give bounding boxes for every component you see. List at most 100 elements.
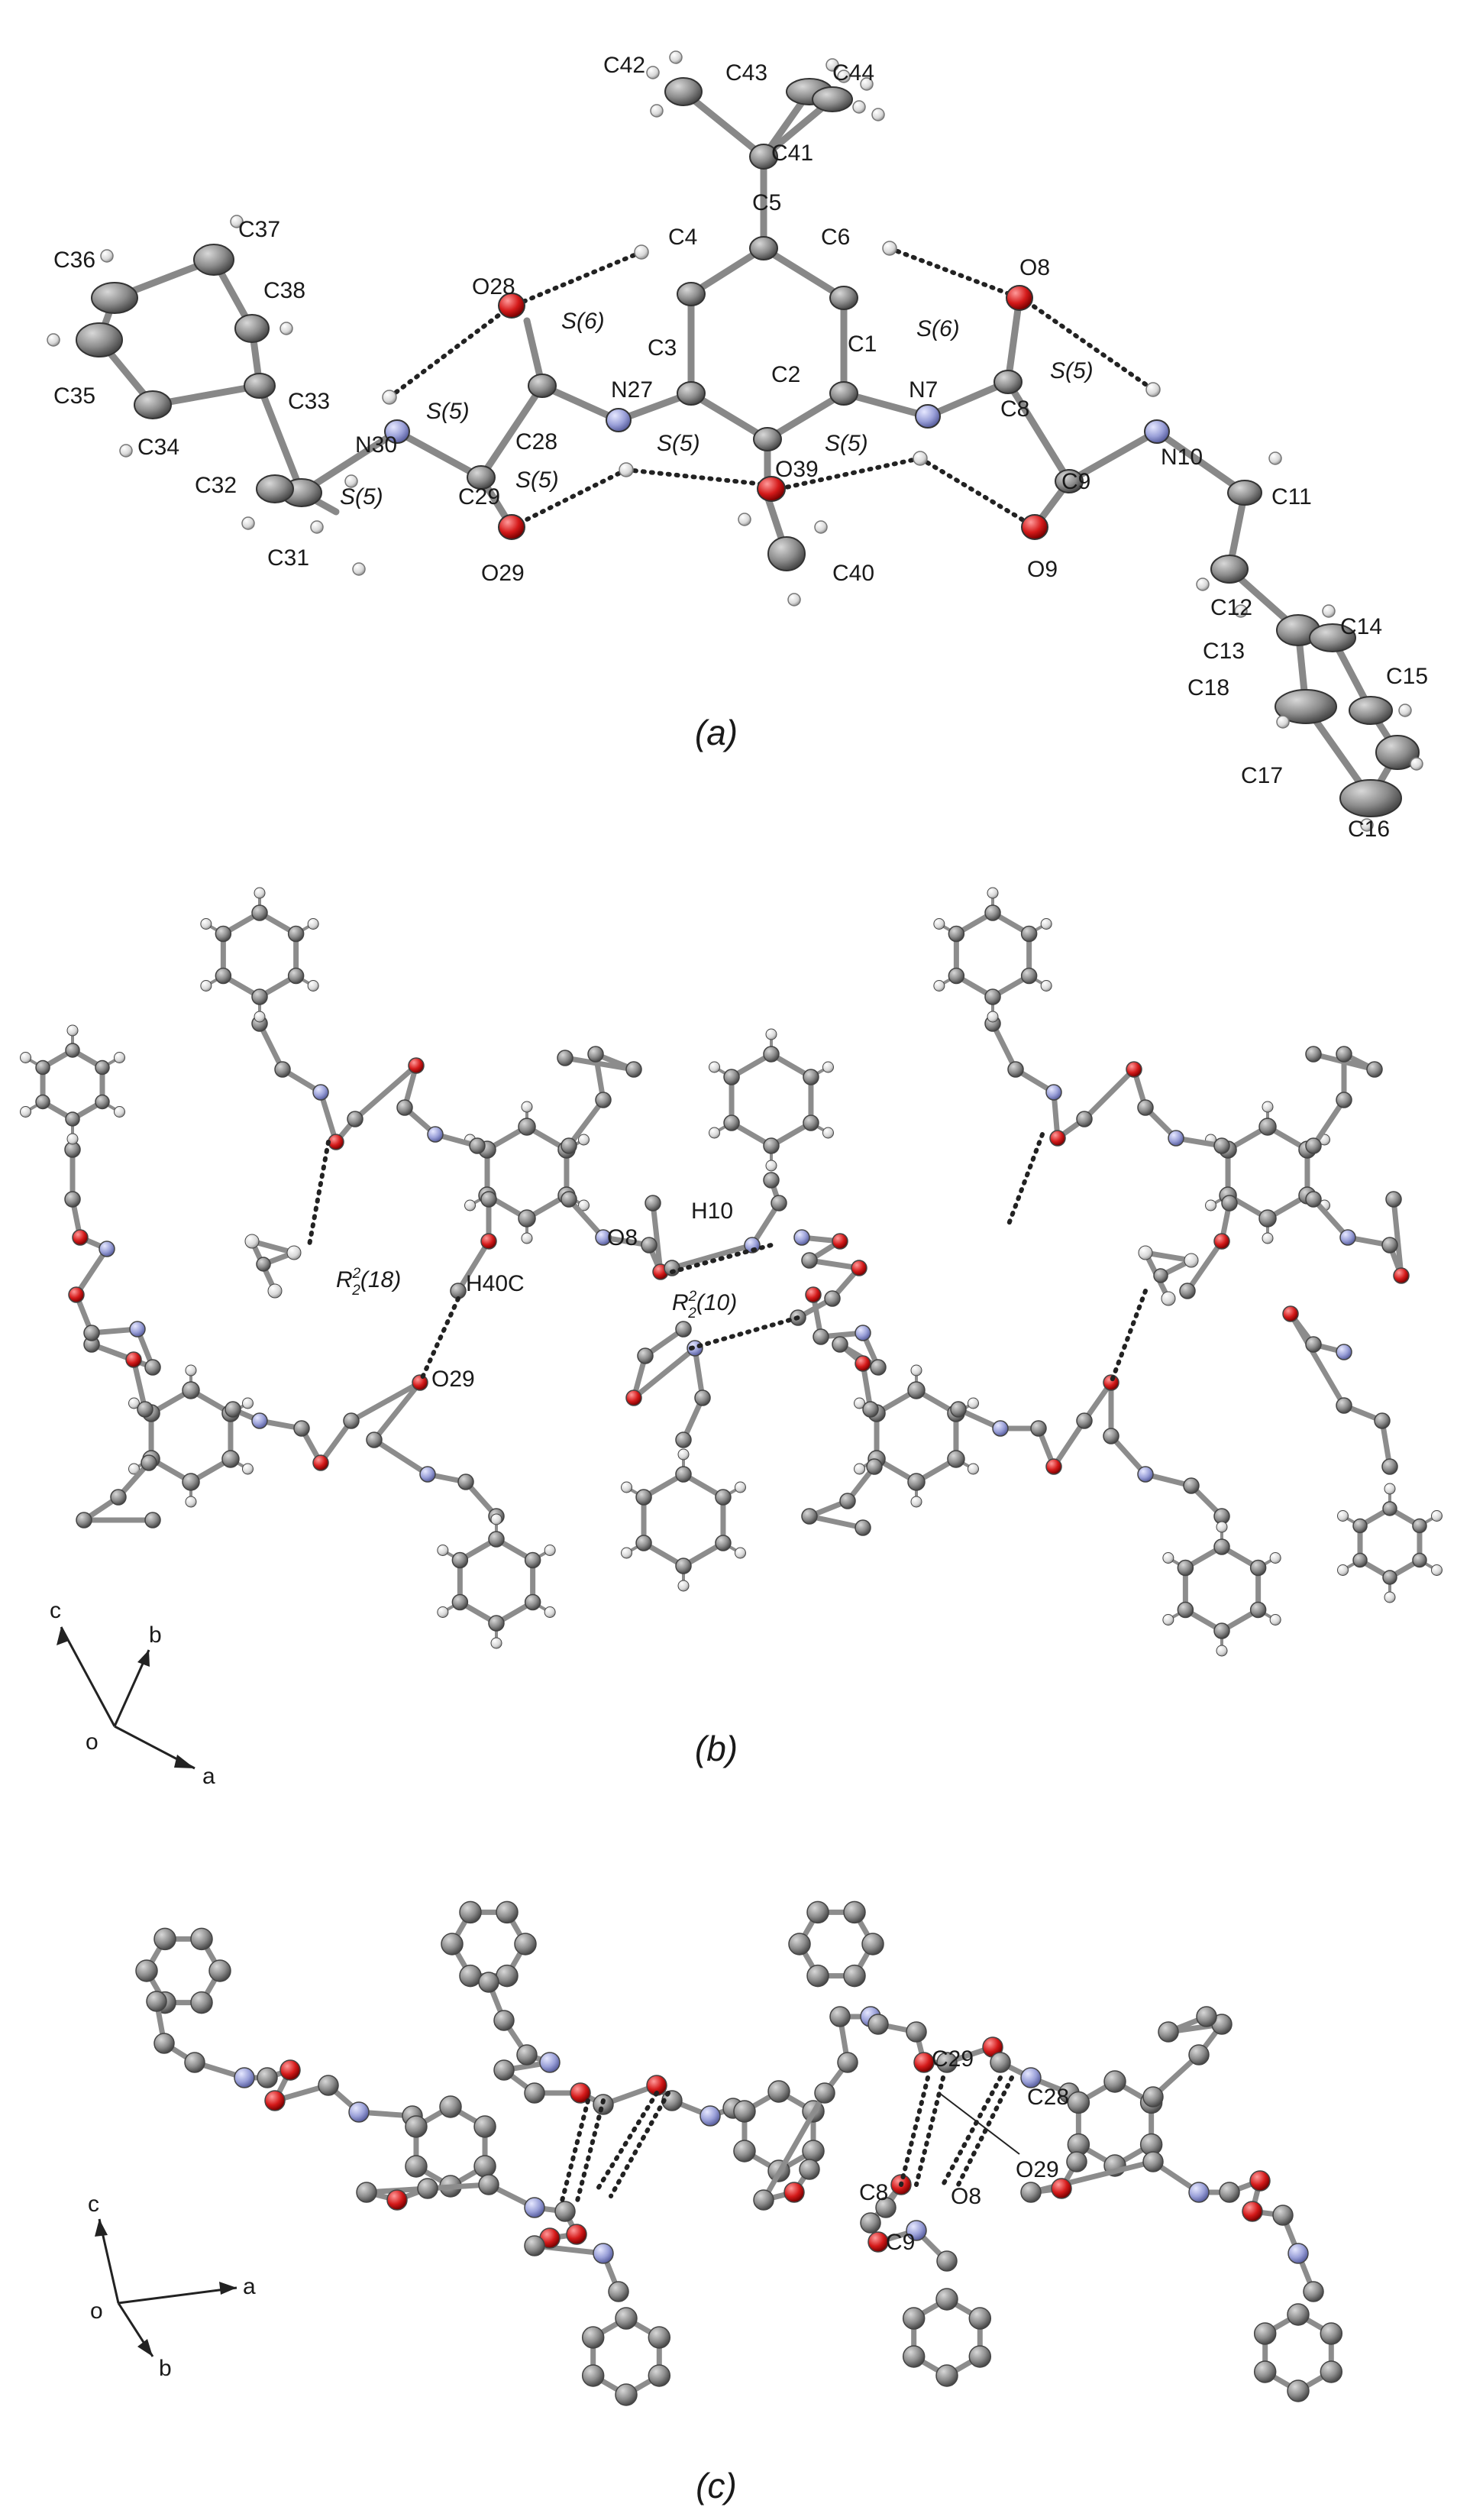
carbon-atom	[1303, 2281, 1324, 2302]
atom-label: C11	[1271, 484, 1312, 509]
hydrogen-atom	[1040, 918, 1052, 930]
hydrogen-atom	[1216, 1645, 1228, 1657]
carbon-atom	[843, 1964, 866, 1988]
carbon-atom	[803, 1114, 819, 1131]
oxygen-atom	[264, 2090, 286, 2111]
panel-c-caption: (c)	[696, 2466, 737, 2505]
panel-c-axis-o: o	[90, 2298, 103, 2324]
carbon-atom	[1103, 2070, 1126, 2093]
bond	[1310, 1196, 1351, 1241]
bond	[1142, 1250, 1194, 1263]
atom-label: C34	[137, 435, 179, 460]
carbon-atom	[478, 2174, 499, 2195]
carbon-atom	[493, 2059, 515, 2081]
carbon-atom	[451, 1593, 469, 1611]
atom-label: O28	[472, 274, 515, 299]
oxygen-atom	[851, 1260, 867, 1276]
carbon-atom	[1253, 2360, 1277, 2383]
oxygen-atom	[570, 2082, 591, 2104]
atom-label: C37	[238, 217, 280, 242]
carbon-atom	[480, 1191, 497, 1208]
bond	[692, 1345, 706, 1401]
carbon-atom	[1336, 1046, 1352, 1063]
oxygen-atom	[855, 1355, 871, 1372]
carbon-atom	[935, 2288, 958, 2311]
bond	[348, 1380, 423, 1424]
carbon-atom	[1213, 1538, 1230, 1555]
hydrogen-atom	[437, 1606, 449, 1618]
carbon-atom	[595, 1092, 612, 1108]
carbon-atom	[1177, 1601, 1194, 1619]
carbon-atom	[860, 2212, 881, 2234]
carbon-atom	[257, 2067, 278, 2088]
carbon-atom	[723, 1069, 740, 1085]
nitrogen-atom	[699, 2105, 721, 2127]
carbon-atom	[221, 1450, 240, 1468]
carbon-atom	[1382, 1501, 1397, 1516]
hydrogen-atom	[185, 1364, 197, 1376]
hydrogen-atom	[910, 1364, 922, 1376]
hydrogen-atom	[113, 1106, 125, 1118]
carbon-atom	[1142, 2151, 1164, 2172]
carbon-atom	[459, 1964, 482, 1988]
carbon-atom	[1067, 2091, 1090, 2114]
carbon-atom	[867, 2014, 889, 2035]
carbon-atom	[190, 1991, 213, 2014]
hydrogen-atom	[910, 1496, 922, 1508]
carbon-atom	[1320, 2322, 1343, 2345]
hydrogen-atom	[241, 1397, 254, 1409]
bond	[1184, 1238, 1225, 1294]
carbon-atom	[146, 1991, 167, 2012]
carbon-atom	[488, 1615, 505, 1632]
bond	[455, 1238, 492, 1294]
panel-b-hydrogen-bonds	[307, 1132, 1148, 1385]
carbon-atom	[451, 1551, 469, 1569]
hydrogen-atom	[200, 980, 212, 992]
bond	[650, 1200, 664, 1275]
carbon-atom	[516, 2044, 538, 2065]
carbon-atom	[1366, 1061, 1383, 1078]
carbon-atom	[76, 1512, 92, 1528]
carbon-atom	[581, 2364, 605, 2387]
bond	[257, 1021, 286, 1072]
carbon-atom	[496, 1964, 519, 1988]
hydrogen-atom	[241, 1463, 254, 1475]
atom-label: C32	[195, 473, 237, 498]
carbon-atom	[637, 1347, 654, 1364]
hydrogen-atom	[66, 1024, 79, 1037]
panel-c-hydrogen-bonds	[559, 2075, 1014, 2206]
carbon-atom	[1305, 1191, 1322, 1208]
nitrogen-atom	[524, 2197, 545, 2218]
panel-c-label-c28: C28	[1027, 2085, 1069, 2110]
carbon-atom	[524, 2082, 545, 2104]
carbon-atom	[675, 1466, 692, 1483]
carbon-atom	[608, 2281, 629, 2302]
carbon-atom	[675, 1431, 692, 1448]
hydrogen-atom	[521, 1232, 533, 1244]
carbon-atom	[907, 1381, 926, 1399]
hydrogen-atom	[967, 1463, 979, 1475]
carbon-atom	[287, 925, 305, 943]
oxygen-atom	[1249, 2170, 1271, 2192]
hydrogen-atom	[1040, 980, 1052, 992]
hydrogen-atom	[1430, 1510, 1443, 1522]
nitrogen-atom	[539, 2052, 561, 2073]
hydrogen-atom	[544, 1545, 556, 1556]
carbon-atom	[65, 1043, 80, 1058]
carbon-atom	[648, 2326, 671, 2349]
panel-b-axis-c: c	[50, 1598, 61, 1623]
carbon-atom	[763, 1137, 780, 1154]
carbon-atom	[144, 1359, 161, 1376]
carbon-atom	[153, 2033, 175, 2054]
carbon-atom	[554, 2201, 576, 2222]
hydrogen-atom	[621, 1547, 633, 1559]
atom-label: C12	[1210, 595, 1252, 620]
panel-a-atoms	[47, 50, 1423, 832]
carbon-atom	[1196, 2006, 1217, 2027]
carbon-atom	[1007, 1061, 1024, 1078]
carbon-atom	[524, 1593, 541, 1611]
carbon-atom	[190, 1927, 213, 1951]
oxygen-atom	[1045, 1458, 1062, 1475]
carbon-atom	[457, 1474, 474, 1490]
